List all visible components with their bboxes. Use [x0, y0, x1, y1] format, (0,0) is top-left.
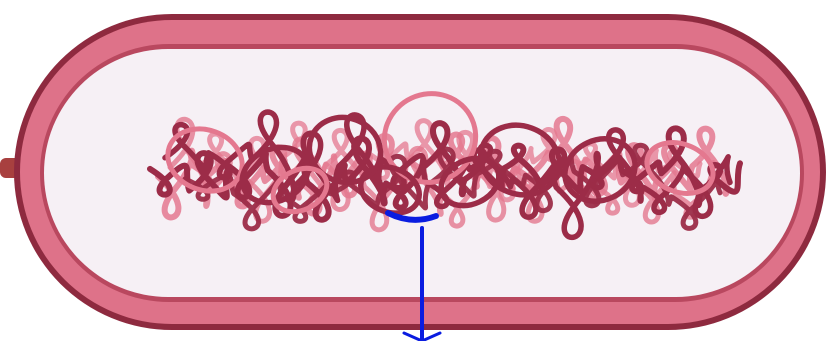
- diagram-svg: [0, 0, 832, 341]
- bacterial-cell-diagram: [0, 0, 832, 341]
